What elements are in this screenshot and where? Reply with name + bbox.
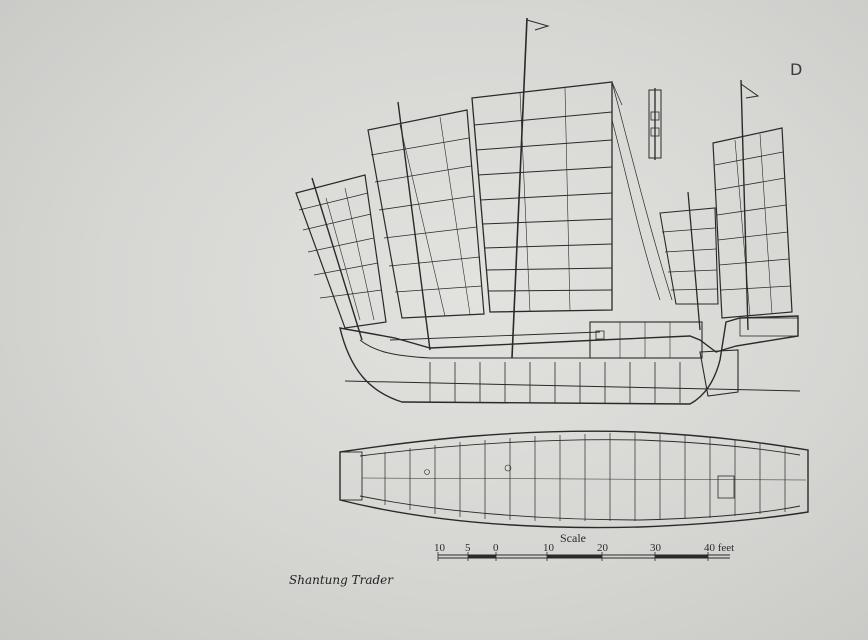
sail-4 (659, 191, 719, 331)
deckhouse (589, 321, 703, 359)
scale-bar (437, 552, 730, 561)
waterline (344, 380, 801, 392)
mainmast (511, 17, 528, 359)
corner-mark: D (790, 60, 803, 79)
mast-5 (740, 79, 749, 331)
mast-4 (687, 191, 701, 331)
scale-tick-label: 10 (543, 542, 554, 554)
mast-2 (397, 101, 431, 351)
scale-title: Scale (560, 531, 586, 545)
mainmast-pennant (526, 19, 550, 31)
mast-fitting-detail (648, 88, 662, 160)
scale-tick-label: 5 (465, 542, 471, 554)
drawing-caption: Shantung Trader (289, 573, 394, 587)
scale-tick-label: 0 (493, 542, 499, 554)
rudder (699, 349, 739, 397)
sail-2 (367, 101, 485, 351)
scale-tick-label: 10 (434, 542, 445, 554)
scale-tick-label: 20 (597, 542, 608, 554)
deck-plan (339, 430, 809, 529)
scale-tick-label: 30 (650, 542, 661, 554)
mast-1 (311, 177, 363, 341)
sail-1 (295, 174, 387, 341)
sail-5 (712, 79, 793, 331)
hull-elevation (339, 315, 799, 405)
sail-main (471, 17, 673, 359)
scale-tick-label: 40 feet (704, 542, 735, 554)
